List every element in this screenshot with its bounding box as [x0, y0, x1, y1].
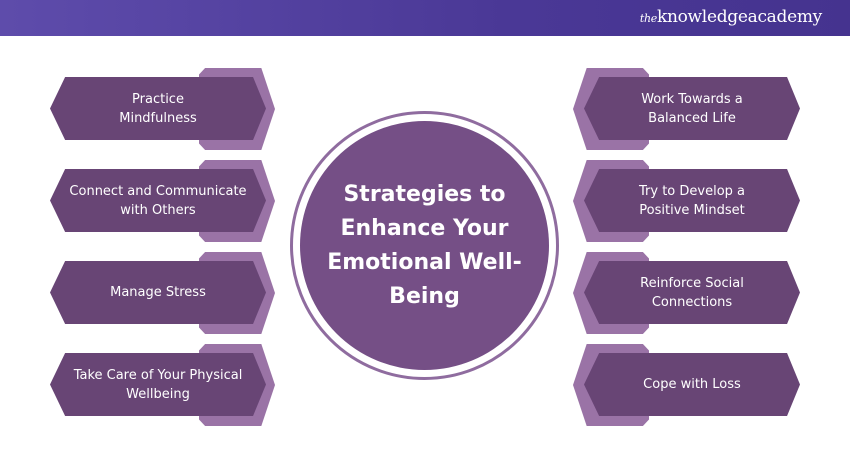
- left-item-2: Connect and Communicate with Others: [50, 169, 266, 232]
- right-item-1: Work Towards a Balanced Life: [584, 77, 800, 140]
- right-item-label: Try to Develop a Positive Mindset: [639, 183, 745, 218]
- left-item-label: Practice Mindfulness: [119, 91, 197, 126]
- right-item-label: Work Towards a Balanced Life: [641, 91, 743, 126]
- header-banner: theknowledgeacademy: [0, 0, 850, 36]
- logo: theknowledgeacademy: [640, 7, 822, 27]
- logo-prefix: the: [639, 12, 657, 25]
- center-ring: [290, 111, 559, 380]
- left-item-3: Manage Stress: [50, 261, 266, 324]
- center-title: Strategies to Enhance Your Emotional Wel…: [327, 181, 522, 309]
- logo-main: knowledgeacademy: [656, 7, 822, 27]
- left-item-4: Take Care of Your Physical Wellbeing: [50, 353, 266, 416]
- center-circle: Strategies to Enhance Your Emotional Wel…: [300, 121, 549, 370]
- right-item-label: Reinforce Social Connections: [640, 275, 744, 310]
- right-item-4: Cope with Loss: [584, 353, 800, 416]
- left-item-label: Connect and Communicate with Others: [69, 183, 247, 218]
- left-item-label: Manage Stress: [110, 285, 206, 300]
- left-item-label: Take Care of Your Physical Wellbeing: [73, 367, 243, 402]
- left-item-1: Practice Mindfulness: [50, 77, 266, 140]
- right-item-2: Try to Develop a Positive Mindset: [584, 169, 800, 232]
- right-item-label: Cope with Loss: [643, 377, 741, 392]
- right-item-3: Reinforce Social Connections: [584, 261, 800, 324]
